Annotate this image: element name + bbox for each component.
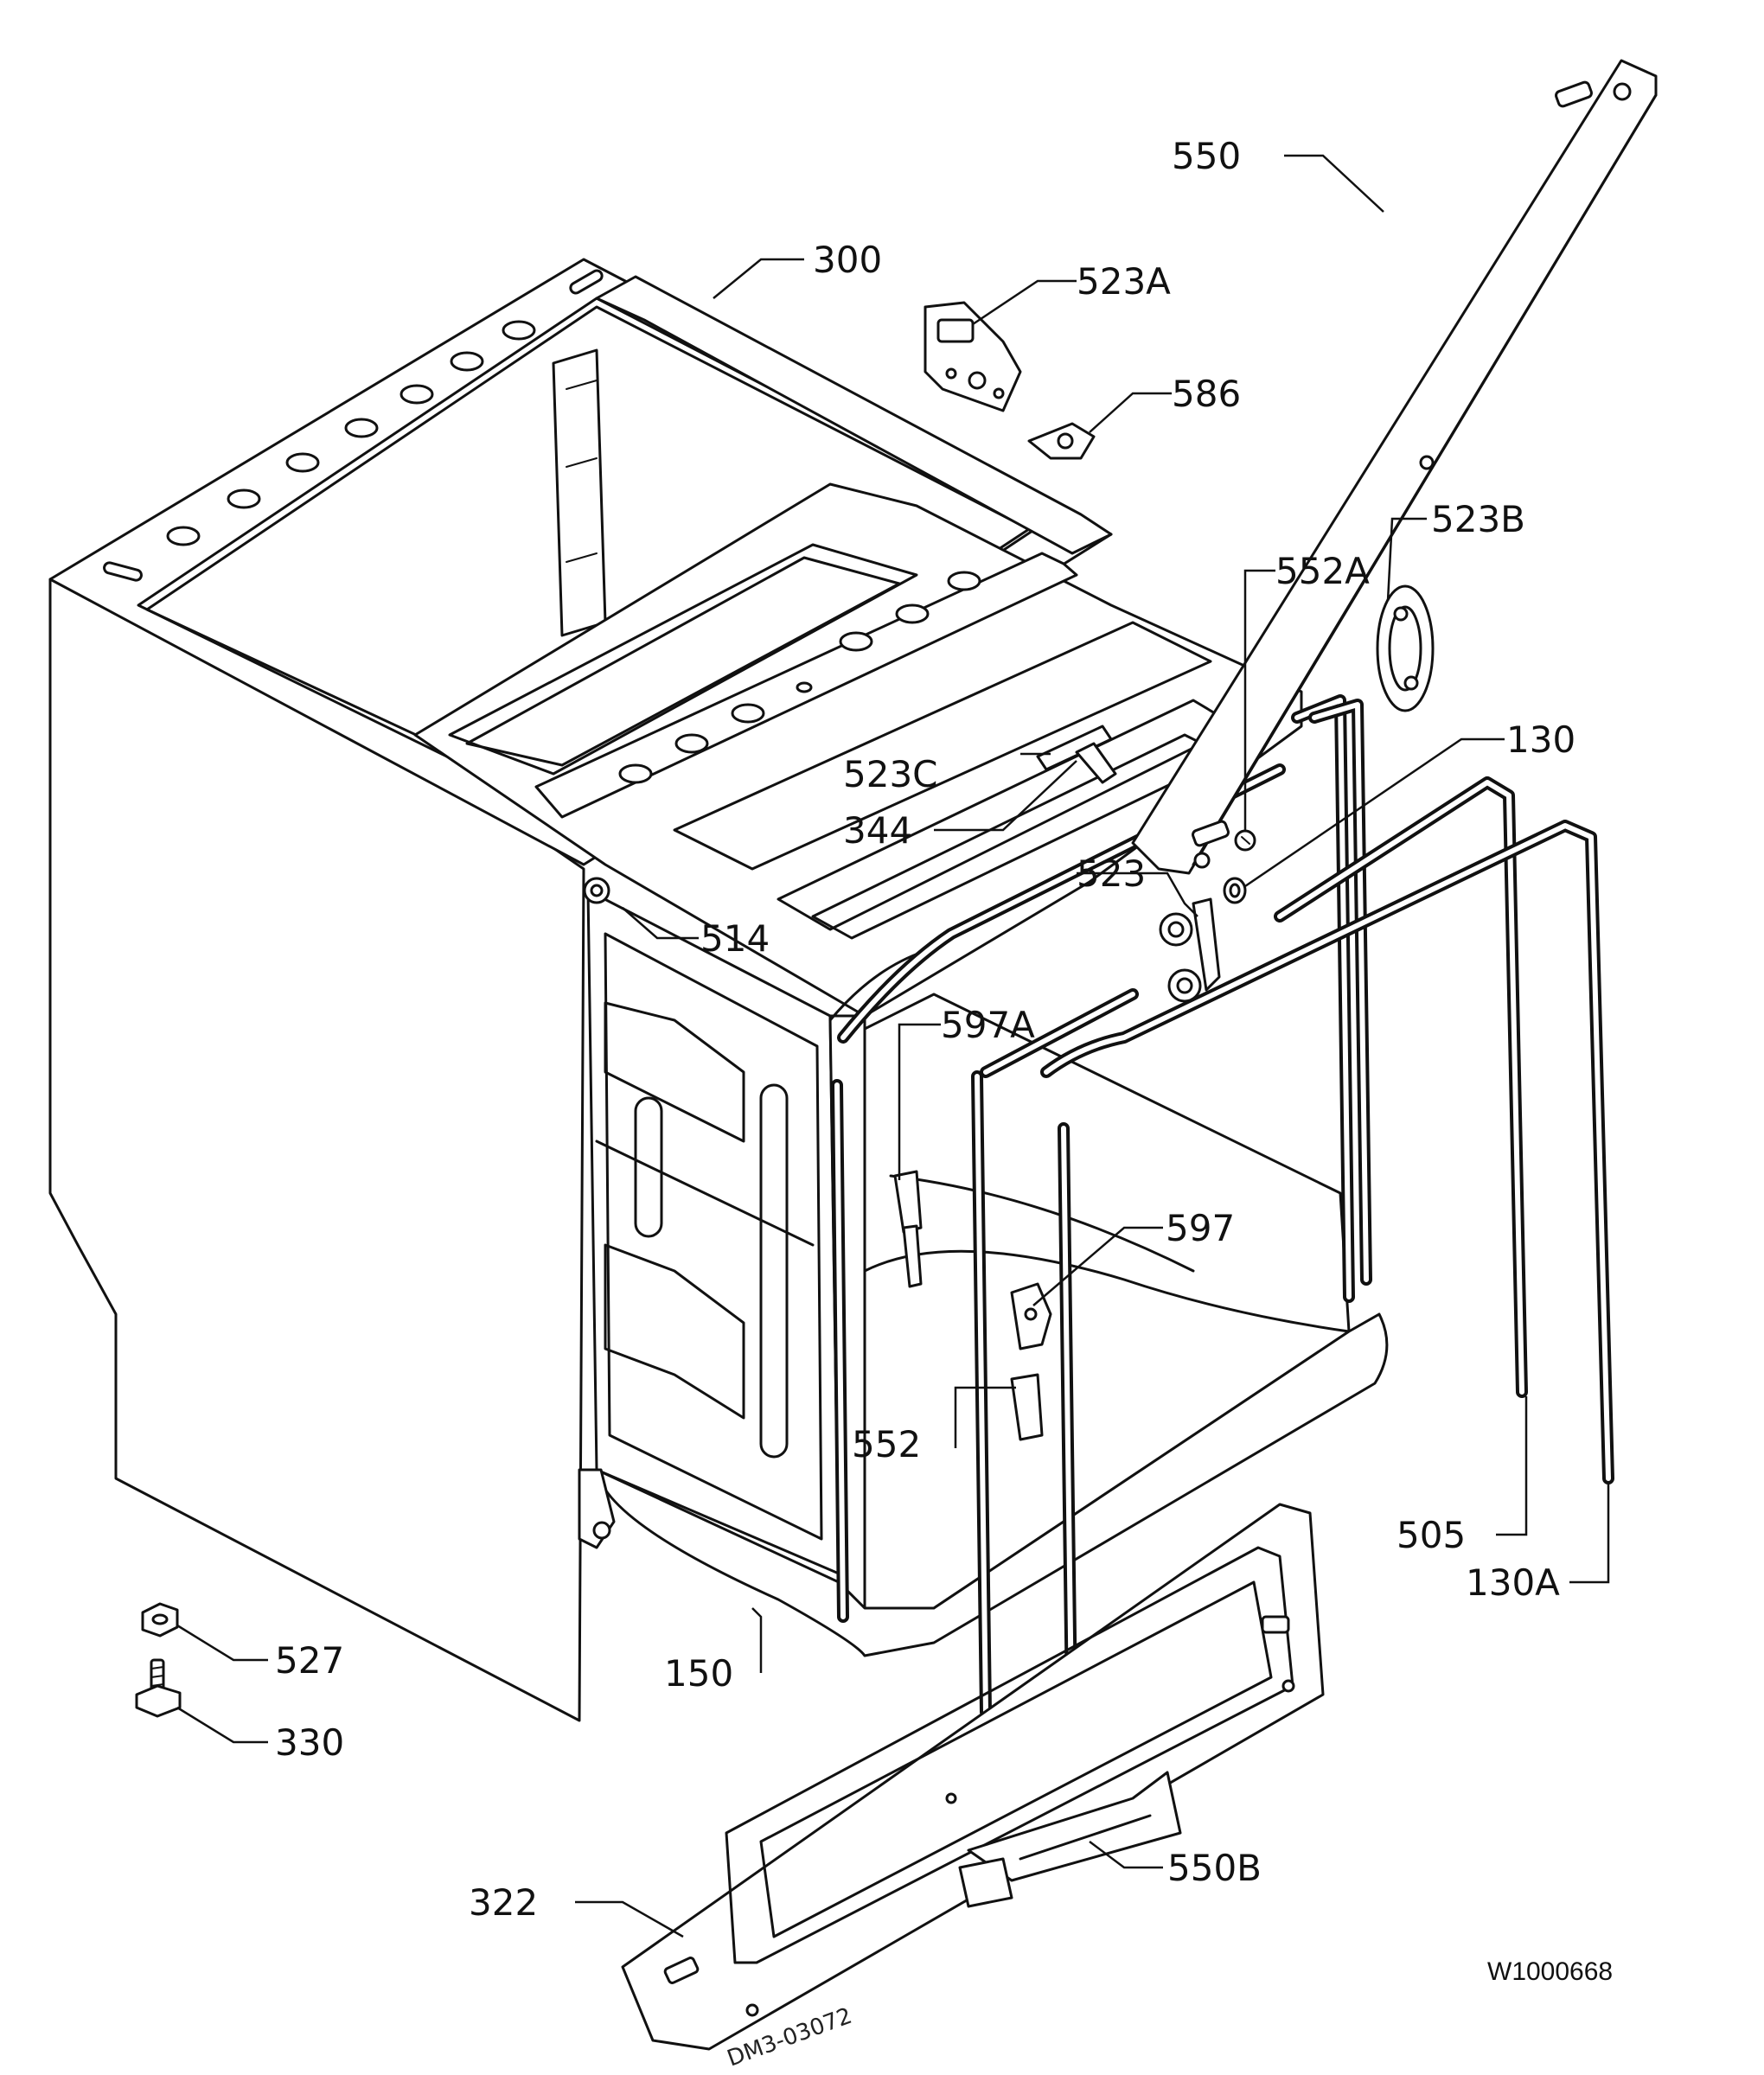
hinge-roller-523: [1159, 897, 1221, 1003]
tub-top-holes: [618, 571, 981, 784]
seal-130: [1274, 776, 1528, 1398]
tub-assembly: [413, 482, 1389, 1657]
foot-330: [135, 1658, 182, 1718]
label-523C: 523C: [843, 753, 938, 795]
part-labels: 550 300 523A 586 523B 552A 130 523C 344 …: [275, 135, 1575, 1924]
label-597A: 597A: [941, 1004, 1035, 1046]
nut-527: [141, 1602, 179, 1638]
label-322: 322: [469, 1881, 538, 1924]
front-seal-strip: [831, 763, 1286, 1623]
label-550: 550: [1172, 135, 1241, 177]
clip-586: [1027, 422, 1096, 460]
hinge-cover-523B: [1376, 584, 1435, 712]
top-rail-holes: [103, 269, 604, 582]
label-552: 552: [852, 1423, 921, 1465]
cabinet-outer-frame: [48, 258, 1113, 1722]
latch-597A: [893, 1170, 923, 1288]
label-300: 300: [813, 239, 882, 281]
bracket-523A: [924, 301, 1022, 412]
label-505: 505: [1396, 1514, 1466, 1556]
label-150: 150: [664, 1652, 733, 1695]
label-514: 514: [700, 917, 770, 960]
bracket-550B: [958, 1771, 1182, 1908]
label-597: 597: [1166, 1207, 1235, 1249]
label-550B: 550B: [1167, 1847, 1262, 1889]
label-130: 130: [1506, 718, 1575, 761]
drawing-code: W1000668: [1487, 1957, 1613, 1986]
seal-597A: [971, 988, 1139, 1718]
label-523A: 523A: [1077, 260, 1171, 303]
label-344: 344: [843, 809, 912, 852]
latch-597: [1010, 1282, 1052, 1350]
o-ring-130: [1223, 877, 1247, 904]
leader-lines: [176, 154, 1610, 1938]
base-frame-322: [621, 1503, 1325, 2051]
label-552A: 552A: [1275, 550, 1370, 592]
rail-552: [1010, 1373, 1044, 1441]
top-rail-550: [1131, 59, 1658, 875]
screw-552A: [1234, 829, 1256, 852]
door-frame-505: [1291, 694, 1372, 1303]
label-586: 586: [1172, 373, 1241, 415]
label-527: 527: [275, 1639, 344, 1682]
label-130A: 130A: [1466, 1561, 1560, 1604]
label-523B: 523B: [1431, 498, 1525, 540]
clip-523C: [1036, 725, 1117, 784]
label-330: 330: [275, 1721, 344, 1764]
label-523: 523: [1077, 852, 1146, 895]
